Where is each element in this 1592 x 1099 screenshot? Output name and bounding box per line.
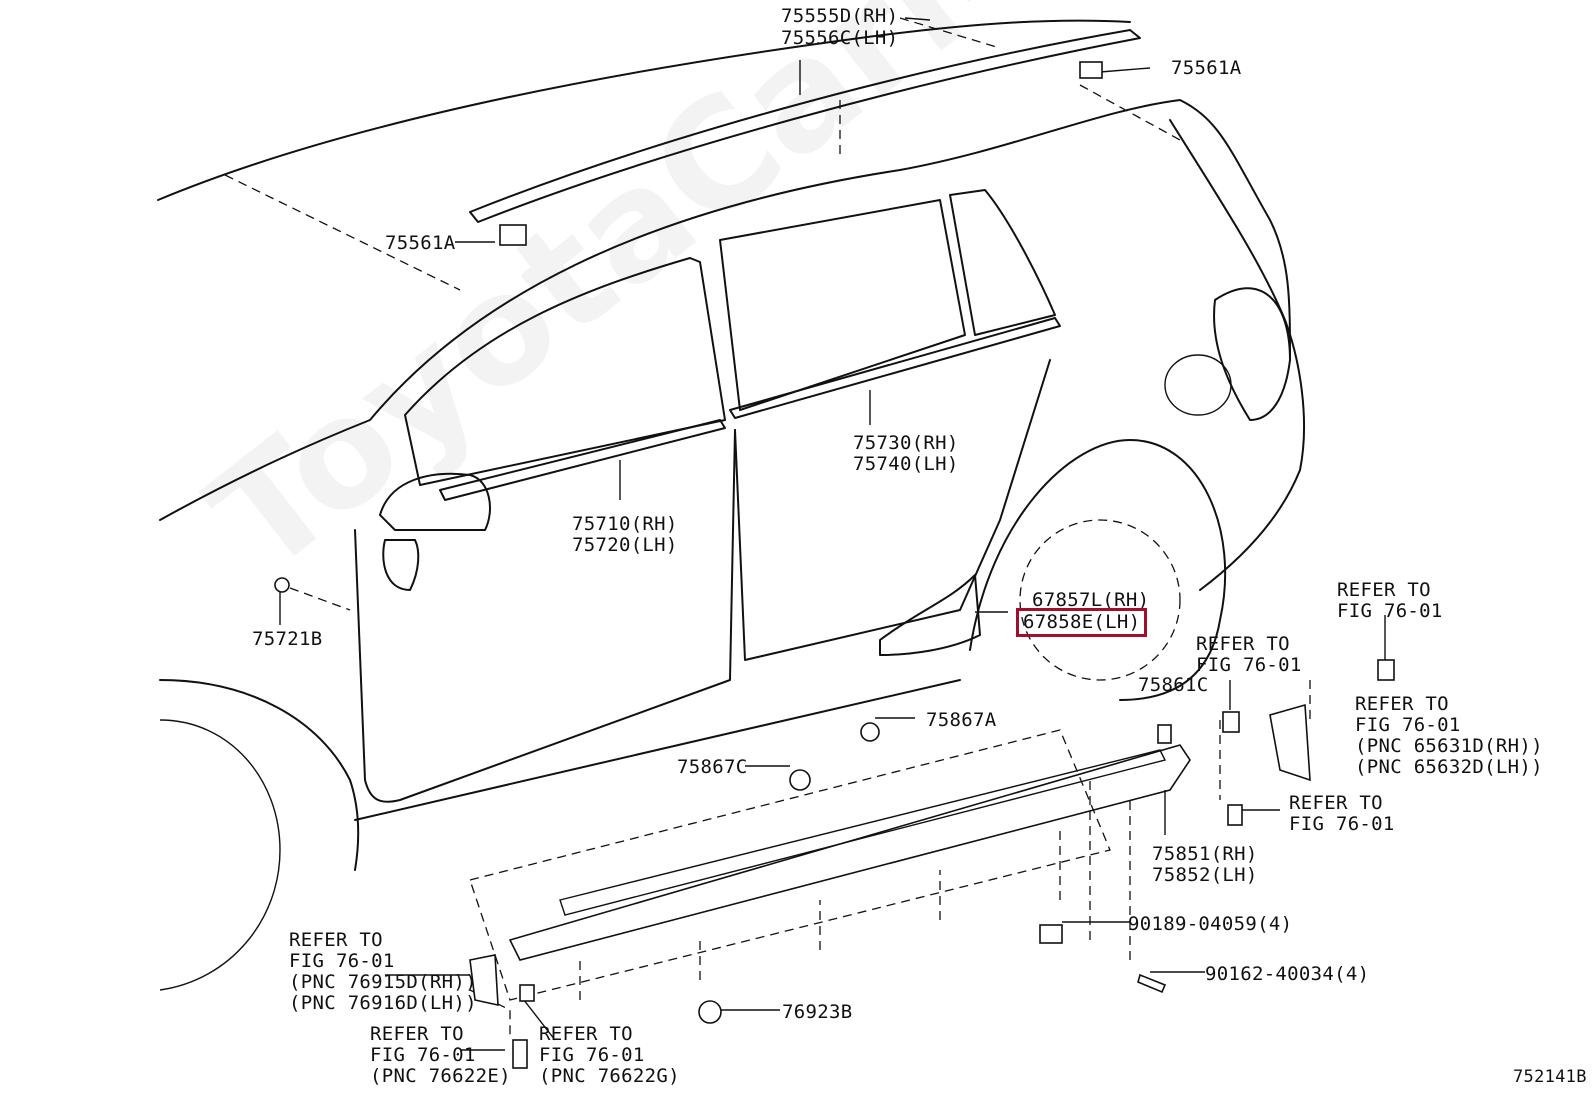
roof-rail <box>469 29 1141 223</box>
front-belt-moulding <box>439 419 726 501</box>
label-mudguard-rh: 67857L(RH) <box>1032 589 1150 611</box>
middle-window <box>719 199 966 411</box>
bolt-rear-upper <box>1377 659 1395 681</box>
clip-75861c <box>1157 724 1172 744</box>
label-refer-lower-right: REFER TO FIG 76-01 <box>1289 792 1395 835</box>
leader-roof-rail <box>799 17 931 95</box>
bolt-rear-lower <box>1227 804 1243 826</box>
leader-roof <box>224 17 1181 291</box>
roof-outline <box>157 19 1131 201</box>
label-clip-rear: 75561A <box>1171 57 1242 79</box>
label-rear-door-moulding: 75730(RH) 75740(LH) <box>853 432 959 475</box>
bolt-rear-mid <box>1222 711 1240 733</box>
leader-dashed-2 <box>1089 780 1131 960</box>
clip-75721b <box>274 577 290 593</box>
label-screw-90162: 90162-40034(4) <box>1205 963 1370 985</box>
rocker-moulding-inner <box>559 749 1167 916</box>
clip-75867a <box>860 722 880 742</box>
screw-90162 <box>1137 973 1167 994</box>
rear-hatch <box>1169 119 1305 591</box>
front-door <box>354 429 736 803</box>
label-clip-75867c: 75867C <box>677 756 748 778</box>
rocker-moulding <box>508 744 1191 961</box>
label-refer-upper-right: REFER TO FIG 76-01 <box>1337 579 1443 622</box>
mudguard <box>879 574 981 656</box>
clip-75867c <box>789 769 811 791</box>
label-roof-rail-rh: 75555D(RH) <box>781 5 899 27</box>
clip-90189 <box>1039 924 1063 944</box>
label-mirror-clip: 75721B <box>252 628 323 650</box>
label-refer-pnc-76915: REFER TO FIG 76-01 (PNC 76915D(RH)) (PNC… <box>289 929 477 1014</box>
leader-rear-refer <box>1219 680 1311 800</box>
label-mudguard-lh-highlighted: 67858E(LH) <box>1015 608 1148 637</box>
leader-mirror <box>289 587 351 611</box>
label-rocker-moulding: 75851(RH) 75852(LH) <box>1152 843 1258 886</box>
leader-front-refer <box>469 989 511 1040</box>
label-bolt-90189: 90189-04059(4) <box>1128 913 1293 935</box>
clip-75561a-front <box>499 224 527 246</box>
rear-light <box>1213 287 1291 421</box>
leader-76622g <box>519 994 556 1041</box>
bracket-65631 <box>1269 703 1311 782</box>
label-refer-pnc-65631: REFER TO FIG 76-01 (PNC 65631D(RH)) (PNC… <box>1355 693 1543 778</box>
label-clip-front: 75561A <box>385 232 456 254</box>
side-mirror <box>379 472 491 531</box>
body-top-line <box>159 99 1291 521</box>
label-refer-pnc-76622g: REFER TO FIG 76-01 (PNC 76622G) <box>539 1023 680 1087</box>
label-front-door-moulding: 75710(RH) 75720(LH) <box>572 513 678 556</box>
front-wheel <box>159 719 281 991</box>
leader-dashed-1 <box>579 830 1061 1000</box>
front-window <box>404 257 726 486</box>
body-sill <box>354 679 961 821</box>
bolt-front-lower <box>512 1039 528 1069</box>
rear-door <box>734 359 1051 661</box>
rear-wheel-arch <box>969 439 1227 701</box>
mirror-base <box>382 539 420 591</box>
label-clip-75861c: 75861C <box>1138 674 1209 696</box>
diagram-id: 752141B <box>1513 1067 1587 1087</box>
install-box-outer <box>469 729 1111 1001</box>
label-refer-mid: REFER TO FIG 76-01 <box>1196 633 1302 676</box>
label-clip-76923b: 76923B <box>782 1001 853 1023</box>
clip-75561a-rear <box>1079 61 1103 79</box>
bracket-76915 <box>469 954 499 1007</box>
clip-front-sill <box>519 984 535 1002</box>
label-refer-pnc-76622e: REFER TO FIG 76-01 (PNC 76622E) <box>370 1023 511 1087</box>
rear-window <box>949 189 1056 336</box>
leader-clip-rear <box>1099 67 1151 73</box>
label-roof-rail-lh: 75556C(LH) <box>781 27 899 49</box>
front-wheel-arch <box>159 679 360 871</box>
label-clip-75867a: 75867A <box>926 709 997 731</box>
nut-76923b <box>698 1000 722 1024</box>
fuel-door <box>1164 354 1232 416</box>
rear-wheel <box>1019 519 1181 681</box>
rear-belt-moulding <box>729 317 1061 419</box>
